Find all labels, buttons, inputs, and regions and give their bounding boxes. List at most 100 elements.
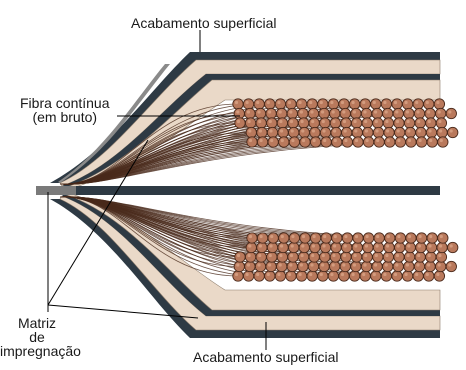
fiber-end	[371, 99, 381, 109]
fiber-end	[330, 261, 340, 271]
fiber-end-highlight	[320, 101, 323, 104]
fiber-end-highlight	[267, 101, 270, 104]
fiber-end	[371, 271, 381, 281]
fiber-end	[300, 137, 310, 147]
fiber-end	[310, 137, 320, 147]
fiber-end-highlight	[248, 254, 251, 257]
fiber-end	[394, 252, 404, 262]
fiber-end-highlight	[322, 244, 325, 247]
fiber-end-highlight	[450, 244, 453, 247]
fiber-end	[320, 252, 330, 262]
fiber-end	[266, 261, 276, 271]
fiber-end	[332, 233, 342, 243]
fiber-end	[351, 118, 361, 128]
fiber-end-highlight	[450, 129, 453, 132]
fiber-end	[363, 127, 373, 137]
fiber-end	[328, 271, 338, 281]
fiber-end	[289, 242, 299, 252]
fiber-end	[361, 108, 371, 118]
fiber-end-highlight	[405, 273, 408, 276]
fiber-end-highlight	[394, 273, 397, 276]
fiber-end-highlight	[396, 120, 399, 123]
fiber-end	[383, 108, 393, 118]
fiber-end-highlight	[334, 139, 337, 142]
fiber-end-highlight	[235, 101, 238, 104]
fiber-end-highlight	[280, 129, 283, 132]
fiber-end-highlight	[270, 139, 273, 142]
fiber-end	[289, 233, 299, 243]
fiber-end-highlight	[387, 139, 390, 142]
fiber-end	[234, 108, 244, 118]
fiber-end	[298, 261, 308, 271]
fiber-end	[298, 118, 308, 128]
fiber-end	[362, 252, 372, 262]
fiber-end-highlight	[342, 263, 345, 266]
fiber-end	[426, 118, 436, 128]
fiber-end	[288, 118, 298, 128]
fiber-end	[349, 271, 359, 281]
fiber-end-highlight	[281, 235, 284, 238]
fiber-end-highlight	[291, 235, 294, 238]
fiber-end-highlight	[429, 235, 432, 238]
fiber-end-highlight	[236, 110, 239, 113]
label-fiber-line1: Fibra contínua	[20, 96, 110, 110]
fiber-end-highlight	[438, 254, 441, 257]
fiber-end-highlight	[343, 120, 346, 123]
fiber-end	[318, 99, 328, 109]
fiber-end	[320, 242, 330, 252]
fiber-end-highlight	[246, 101, 249, 104]
fiber-end	[384, 242, 394, 252]
fiber-end-highlight	[397, 244, 400, 247]
fiber-end	[246, 127, 256, 137]
fiber-end-highlight	[309, 273, 312, 276]
fiber-end	[340, 108, 350, 118]
fiber-end-highlight	[289, 110, 292, 113]
fiber-end	[246, 242, 256, 252]
fiber-end-highlight	[362, 273, 365, 276]
fiber-end-highlight	[386, 129, 389, 132]
fiber-end-highlight	[415, 273, 418, 276]
fiber-end	[233, 99, 243, 109]
fiber-end-highlight	[396, 254, 399, 257]
fiber-end-highlight	[385, 110, 388, 113]
fiber-end-highlight	[373, 273, 376, 276]
fiber-end	[245, 108, 255, 118]
fiber-end	[393, 108, 403, 118]
fiber-end	[385, 137, 395, 147]
fiber-end-highlight	[385, 120, 388, 123]
fiber-end-highlight	[310, 263, 313, 266]
fiber-end	[310, 242, 320, 252]
fiber-end-highlight	[375, 254, 378, 257]
fiber-end	[267, 252, 277, 262]
fiber-end	[395, 242, 405, 252]
fiber-end	[277, 252, 287, 262]
fiber-end	[395, 137, 405, 147]
fiber-end	[331, 127, 341, 137]
fiber-end	[235, 252, 245, 262]
fiber-end-highlight	[268, 263, 271, 266]
fiber-end	[342, 127, 352, 137]
fiber-end-highlight	[332, 263, 335, 266]
fiber-end	[330, 252, 340, 262]
fiber-end-highlight	[299, 273, 302, 276]
fiber-end	[277, 261, 287, 271]
fiber-end-highlight	[365, 129, 368, 132]
fiber-end-highlight	[291, 129, 294, 132]
fiber-end	[349, 99, 359, 109]
fiber-end	[353, 137, 363, 147]
fiber-end-highlight	[416, 110, 419, 113]
fiber-end-highlight	[341, 101, 344, 104]
fiber-end	[257, 127, 267, 137]
fiber-end-highlight	[290, 254, 293, 257]
fiber-end-highlight	[362, 101, 365, 104]
fiber-end	[360, 99, 370, 109]
fiber-end-highlight	[258, 120, 261, 123]
fiber-end-highlight	[394, 101, 397, 104]
fiber-end-highlight	[301, 244, 304, 247]
fiber-end	[373, 242, 383, 252]
fiber-end-highlight	[436, 273, 439, 276]
fiber-end-highlight	[415, 101, 418, 104]
fiber-end	[374, 137, 384, 147]
label-matrix-line3: impregnação	[0, 344, 74, 358]
fiber-end	[299, 242, 309, 252]
